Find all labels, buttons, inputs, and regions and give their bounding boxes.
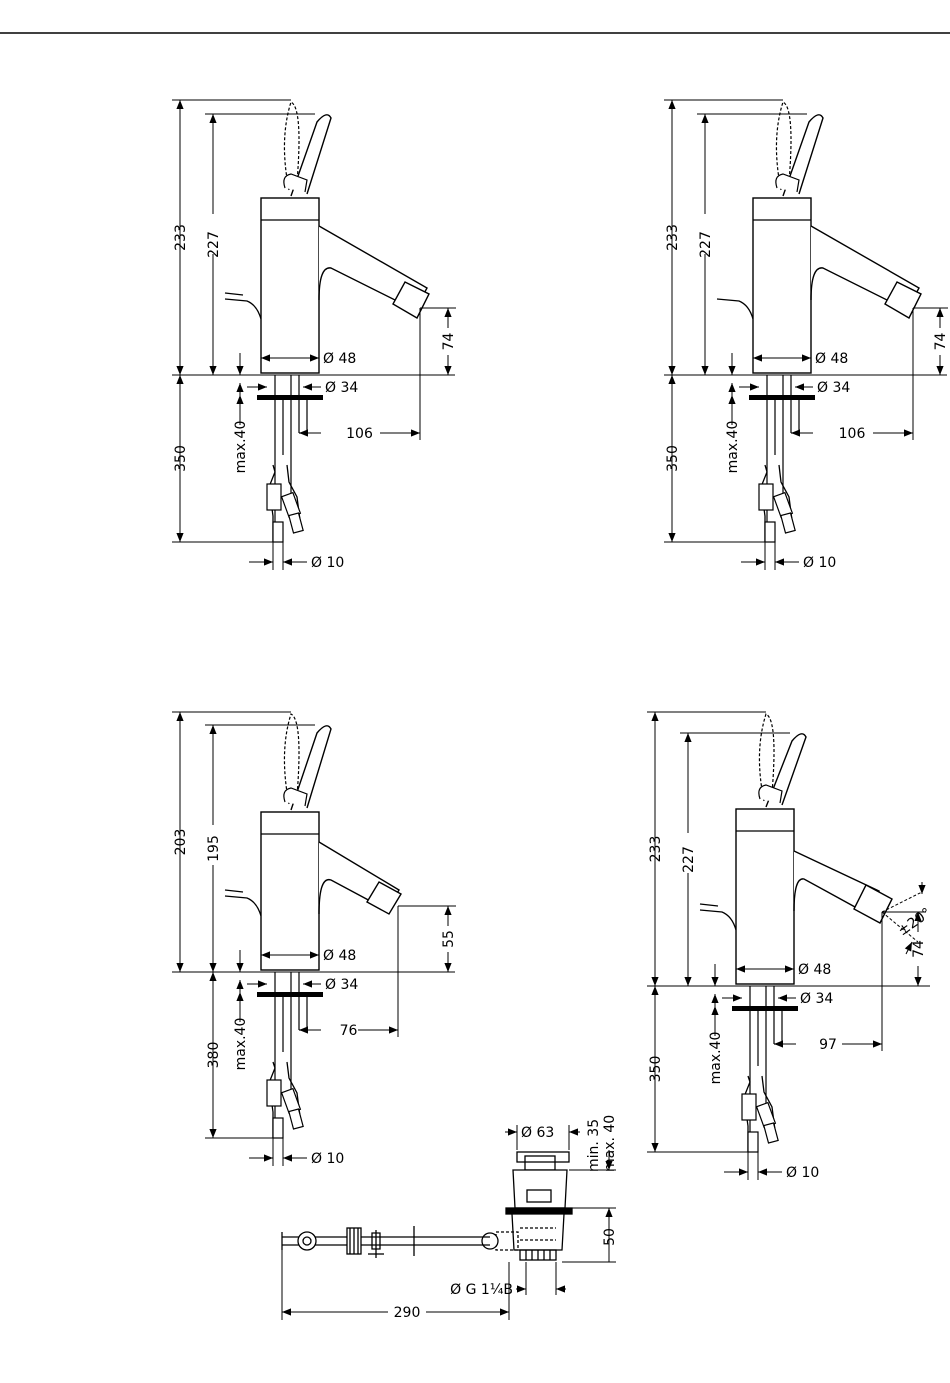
- hose-diameter-label: Ø 10: [803, 555, 836, 571]
- max40-label: max.40: [725, 421, 741, 474]
- spout-height-label: 74: [911, 940, 927, 958]
- height-lever-label: 227: [698, 231, 714, 258]
- hose-diameter-label: Ø 10: [311, 555, 344, 571]
- reach-label: 76: [340, 1023, 358, 1039]
- waste-fitting: [282, 1152, 572, 1260]
- hose-diameter-label: Ø 10: [786, 1165, 819, 1181]
- base-diameter-label: Ø 34: [325, 977, 358, 993]
- max40-label: max.40: [233, 1018, 249, 1071]
- hose-diameter-label: Ø 10: [311, 1151, 344, 1167]
- waste-max40: max. 40: [602, 1115, 618, 1172]
- height-lever-label: 195: [206, 835, 222, 862]
- spout-height-label: 74: [441, 333, 457, 351]
- waste-min35: min. 35: [586, 1119, 602, 1172]
- waste-top-diameter: Ø 63: [521, 1125, 554, 1141]
- height-total-label: 233: [665, 224, 681, 251]
- below-deck-label: 350: [648, 1056, 664, 1083]
- waste-height-50: 50: [602, 1228, 618, 1246]
- faucet-view-bottom-left: 203 195 380 max.40 Ø 48 Ø 34 55 76 Ø 10: [172, 712, 457, 1167]
- waste-labels: Ø 63 min. 35 max. 40 50 Ø G 1¼B 290: [394, 1115, 618, 1321]
- below-deck-label: 350: [173, 445, 189, 472]
- waste-thread: Ø G 1¼B: [450, 1282, 513, 1298]
- faucet-view-top-right: 233 227 350 max.40 Ø 48 Ø 34 74 106 Ø 10: [664, 100, 949, 571]
- height-lever-label: 227: [681, 846, 697, 873]
- reach-label: 106: [346, 426, 373, 442]
- height-lever-label: 227: [206, 231, 222, 258]
- below-deck-label: 350: [665, 445, 681, 472]
- height-total-label: 233: [648, 836, 664, 863]
- waste-length-290: 290: [394, 1305, 421, 1321]
- spray-angle-label: ±20°: [895, 905, 934, 939]
- height-total-label: 233: [173, 224, 189, 251]
- height-total-label: 203: [173, 829, 189, 856]
- below-deck-label: 380: [206, 1042, 222, 1069]
- base-diameter-label: Ø 34: [325, 380, 358, 396]
- faucet-view-top-left: 233 227 350 max.40 Ø 48 Ø 34 74 106 Ø 10: [172, 100, 457, 571]
- body-diameter-label: Ø 48: [323, 948, 356, 964]
- body-diameter-label: Ø 48: [815, 351, 848, 367]
- spout-height-label: 74: [933, 333, 949, 351]
- reach-label: 106: [839, 426, 866, 442]
- reach-label: 97: [819, 1037, 837, 1053]
- faucet-view-bottom-right: 233 227 350 max.40 Ø 48 Ø 34 74 97 Ø 10 ±20°: [647, 712, 934, 1181]
- max40-label: max.40: [233, 421, 249, 474]
- spout-height-label: 55: [441, 930, 457, 948]
- body-diameter-label: Ø 48: [798, 962, 831, 978]
- body-diameter-label: Ø 48: [323, 351, 356, 367]
- max40-label: max.40: [708, 1032, 724, 1085]
- base-diameter-label: Ø 34: [800, 991, 833, 1007]
- base-diameter-label: Ø 34: [817, 380, 850, 396]
